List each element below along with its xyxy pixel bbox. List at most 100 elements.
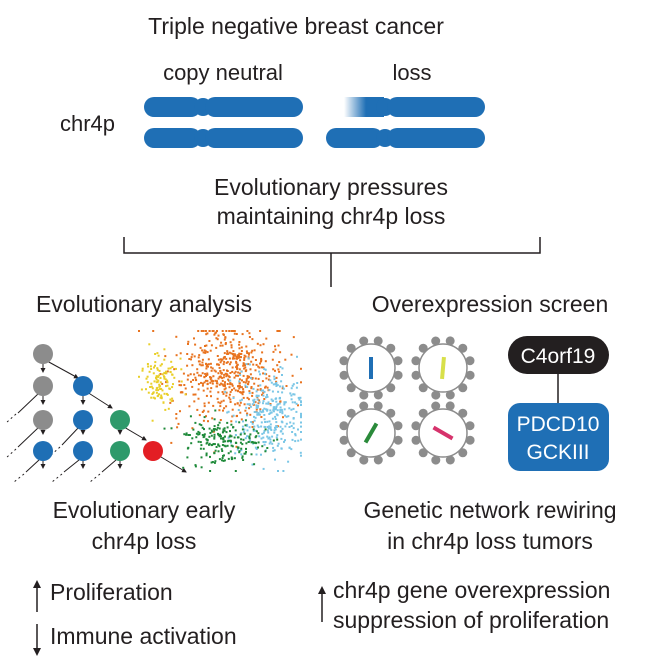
scatter-point	[221, 459, 223, 462]
scatter-point	[155, 391, 158, 394]
scatter-point	[201, 364, 204, 367]
scatter-point	[268, 375, 271, 378]
scatter-point	[195, 436, 198, 439]
scatter-point	[209, 362, 212, 365]
scatter-point	[159, 388, 162, 390]
scatter-point	[248, 437, 251, 440]
scatter-point	[290, 408, 293, 411]
cell-pink	[411, 401, 475, 465]
scatter-point	[300, 431, 302, 433]
scatter-point	[223, 429, 226, 432]
scatter-point	[269, 412, 272, 415]
scatter-point	[205, 333, 208, 336]
scatter-point	[200, 374, 202, 377]
scatter-point	[161, 382, 164, 385]
scatter-point	[248, 375, 250, 378]
scatter-point	[222, 399, 225, 402]
scatter-point	[262, 467, 265, 470]
scatter-point	[290, 398, 293, 401]
scatter-point	[226, 440, 229, 443]
scatter-point	[270, 398, 273, 401]
scatter-point	[280, 380, 283, 383]
scatter-point	[210, 376, 213, 379]
scatter-point	[209, 470, 212, 472]
scatter-point	[269, 441, 272, 444]
cell-spike	[418, 448, 428, 458]
scatter-point	[165, 385, 167, 388]
scatter-point	[245, 378, 248, 381]
scatter-point	[155, 376, 157, 379]
scatter-point	[169, 401, 172, 404]
scatter-point	[264, 421, 267, 423]
tree-node-blue	[73, 441, 93, 461]
scatter-point	[210, 369, 213, 372]
scatter-point	[231, 388, 233, 391]
scatter-point	[145, 377, 148, 380]
scatter-point	[263, 418, 266, 421]
scatter-point	[258, 366, 261, 369]
scatter-point	[204, 351, 207, 354]
gene-box-gckiii-label: GCKIII	[526, 441, 589, 464]
left-conclusion-line-1: Evolutionary early	[53, 497, 236, 523]
scatter-point	[272, 350, 275, 353]
scatter-point	[205, 394, 208, 397]
scatter-point	[198, 423, 201, 426]
scatter-point	[247, 440, 250, 443]
tree-node-grey	[33, 344, 53, 364]
scatter-point	[179, 410, 181, 413]
scatter-point	[152, 391, 155, 394]
scatter-point	[217, 377, 220, 380]
scatter-point	[223, 383, 226, 386]
scatter-point	[292, 393, 295, 396]
scatter-point	[213, 452, 216, 454]
scatter-cluster-lightblue	[224, 355, 302, 472]
scatter-point	[244, 424, 247, 427]
scatter-point	[253, 463, 256, 466]
scatter-point	[159, 373, 162, 375]
scatter-point	[230, 444, 233, 447]
scatter-point	[210, 366, 213, 369]
scatter-point	[228, 351, 231, 354]
scatter-point	[220, 359, 223, 362]
scatter-point	[190, 442, 193, 445]
scatter-cluster-green	[163, 409, 279, 472]
scatter-point	[276, 414, 279, 417]
scatter-point	[246, 375, 249, 378]
scatter-point	[236, 402, 239, 405]
cell-spike	[458, 448, 468, 458]
scatter-point	[256, 388, 259, 391]
scatter-point	[294, 433, 297, 436]
scatter-point	[295, 410, 298, 413]
scatter-point	[260, 357, 263, 360]
scatter-point	[212, 404, 215, 407]
scatter-point	[226, 361, 229, 364]
scatter-point	[175, 413, 178, 415]
scatter-point	[187, 340, 190, 343]
scatter-point	[205, 365, 208, 368]
scatter-point	[230, 352, 233, 355]
scatter-point	[211, 367, 214, 370]
scatter-point	[266, 395, 269, 398]
scatter-point	[225, 431, 228, 434]
scatter-point	[227, 457, 230, 460]
scatter-point	[262, 372, 265, 375]
scatter-point	[189, 415, 192, 418]
scatter-point	[270, 381, 273, 384]
scatter-point	[262, 343, 265, 346]
scatter-point	[217, 424, 220, 427]
scatter-point	[209, 390, 212, 393]
scatter-point	[204, 372, 207, 375]
cell-spike	[346, 343, 356, 353]
scatter-point	[238, 380, 241, 383]
scatter-point	[190, 356, 193, 359]
scatter-point	[186, 456, 189, 459]
scatter-point	[235, 360, 238, 363]
scatter-point	[206, 382, 209, 385]
scatter-point	[209, 349, 212, 352]
scatter-point	[252, 428, 255, 431]
cell-spike	[418, 383, 428, 393]
scatter-point	[235, 357, 238, 360]
scatter-point	[213, 418, 216, 421]
scatter-point	[241, 443, 244, 446]
scatter-point	[260, 421, 263, 424]
